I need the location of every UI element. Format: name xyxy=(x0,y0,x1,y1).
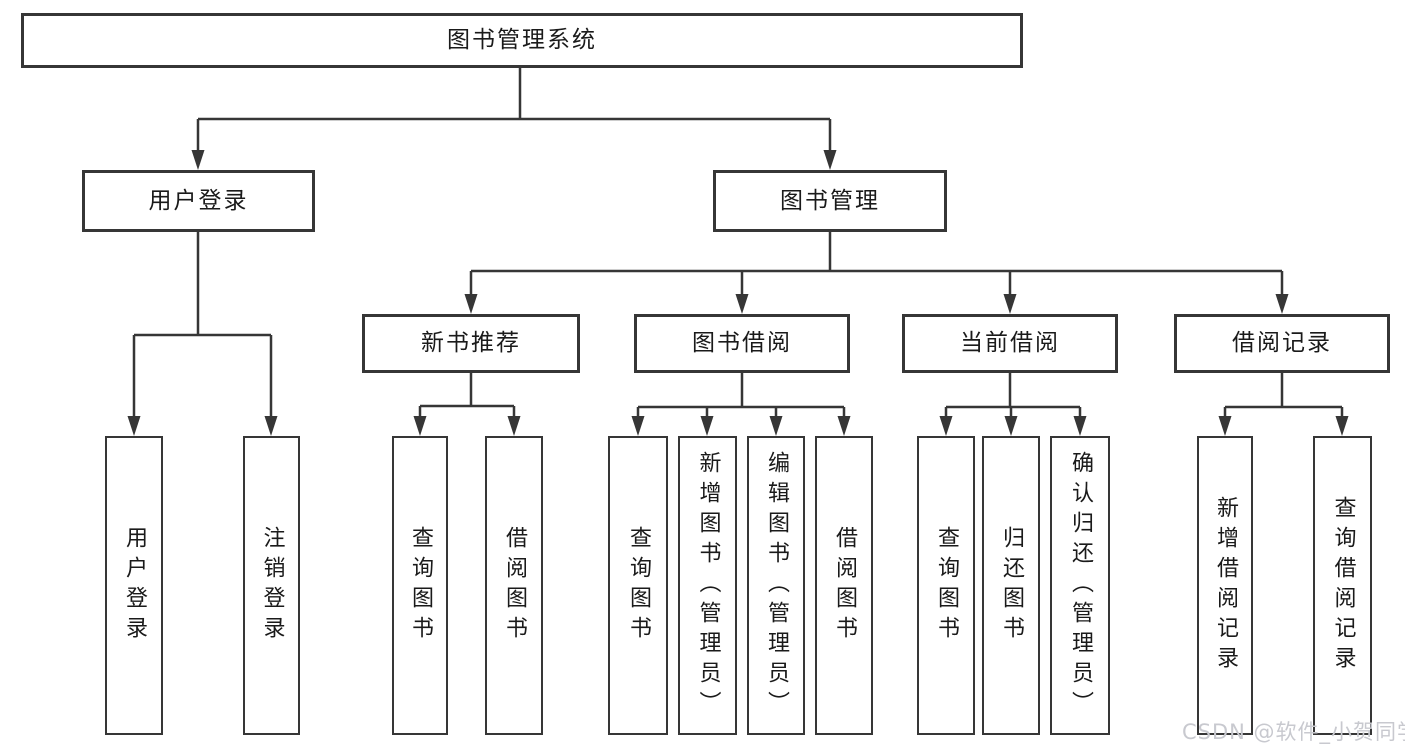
arrowhead-icon xyxy=(413,416,427,436)
leaf-return-books-label: 归还图书 xyxy=(999,525,1024,646)
arrowhead-icon xyxy=(1003,294,1017,314)
leaf-confirm-return-admin: 确认归还（管理员） xyxy=(1050,436,1110,735)
leaf-query-books-label: 查询图书 xyxy=(408,525,433,646)
leaf-query-borrow-record: 查询借阅记录 xyxy=(1313,436,1372,735)
arrowhead-icon xyxy=(1004,416,1018,436)
leaf-add-borrow-record: 新增借阅记录 xyxy=(1197,436,1253,735)
leaf-borrow-books: 借阅图书 xyxy=(485,436,543,735)
arrowhead-icon xyxy=(264,416,278,436)
connector-user-login-children xyxy=(127,232,278,436)
arrowhead-icon xyxy=(464,294,478,314)
leaf-logout: 注销登录 xyxy=(243,436,300,735)
leaf-confirm-return-admin-label: 确认归还（管理员） xyxy=(1068,450,1093,721)
node-new-book-recommend: 新书推荐 xyxy=(362,314,580,373)
arrowhead-icon xyxy=(700,416,714,436)
node-book-borrow-label: 图书借阅 xyxy=(692,330,792,356)
node-borrow-records-label: 借阅记录 xyxy=(1232,330,1332,356)
connector-book-borrow-children xyxy=(631,373,851,436)
arrowhead-icon xyxy=(1335,416,1349,436)
node-current-borrow-label: 当前借阅 xyxy=(960,330,1060,356)
node-root: 图书管理系统 xyxy=(21,13,1023,68)
node-user-login: 用户登录 xyxy=(82,170,315,232)
leaf-query-books: 查询图书 xyxy=(392,436,448,735)
arrowhead-icon xyxy=(769,416,783,436)
connector-current-borrow-children xyxy=(939,373,1087,436)
arrowhead-icon xyxy=(735,294,749,314)
leaf-query-books-label: 查询图书 xyxy=(934,525,959,646)
node-borrow-records: 借阅记录 xyxy=(1174,314,1390,373)
node-user-login-label: 用户登录 xyxy=(148,187,249,214)
leaf-borrow-books: 借阅图书 xyxy=(815,436,873,735)
leaf-query-books-label: 查询图书 xyxy=(626,525,651,646)
leaf-return-books: 归还图书 xyxy=(982,436,1040,735)
leaf-edit-book-admin: 编辑图书（管理员） xyxy=(747,436,805,735)
leaf-add-borrow-record-label: 新增借阅记录 xyxy=(1213,495,1238,676)
connector-book-management-children xyxy=(464,232,1289,314)
arrowhead-icon xyxy=(823,150,837,170)
node-book-borrow: 图书借阅 xyxy=(634,314,850,373)
leaf-query-books: 查询图书 xyxy=(917,436,975,735)
leaf-query-books: 查询图书 xyxy=(608,436,668,735)
arrowhead-icon xyxy=(1275,294,1289,314)
leaf-query-borrow-record-label: 查询借阅记录 xyxy=(1330,495,1356,676)
leaf-borrow-books-label: 借阅图书 xyxy=(832,525,857,646)
node-current-borrow: 当前借阅 xyxy=(902,314,1118,373)
leaf-borrow-books-label: 借阅图书 xyxy=(502,525,527,646)
leaf-user-login-label: 用户登录 xyxy=(122,525,147,646)
arrowhead-icon xyxy=(939,416,953,436)
arrowhead-icon xyxy=(507,416,521,436)
node-root-label: 图书管理系统 xyxy=(447,27,597,53)
arrowhead-icon xyxy=(837,416,851,436)
connector-borrow-records-children xyxy=(1218,373,1349,436)
node-book-management: 图书管理 xyxy=(713,170,947,232)
arrowhead-icon xyxy=(1073,416,1087,436)
node-new-book-recommend-label: 新书推荐 xyxy=(421,330,521,356)
connector-root-to-level2 xyxy=(191,68,837,170)
leaf-add-book-admin: 新增图书（管理员） xyxy=(678,436,737,735)
arrowhead-icon xyxy=(1218,416,1232,436)
connector-new-book-recommend-children xyxy=(413,373,521,436)
watermark-text: CSDN @软件_小贺同学 xyxy=(1182,720,1405,744)
leaf-logout-label: 注销登录 xyxy=(259,525,285,646)
node-book-management-label: 图书管理 xyxy=(780,187,880,214)
arrowhead-icon xyxy=(127,416,141,436)
arrowhead-icon xyxy=(191,150,205,170)
leaf-edit-book-admin-label: 编辑图书（管理员） xyxy=(764,450,789,721)
leaf-user-login: 用户登录 xyxy=(105,436,163,735)
leaf-add-book-admin-label: 新增图书（管理员） xyxy=(695,450,721,721)
arrowhead-icon xyxy=(631,416,645,436)
